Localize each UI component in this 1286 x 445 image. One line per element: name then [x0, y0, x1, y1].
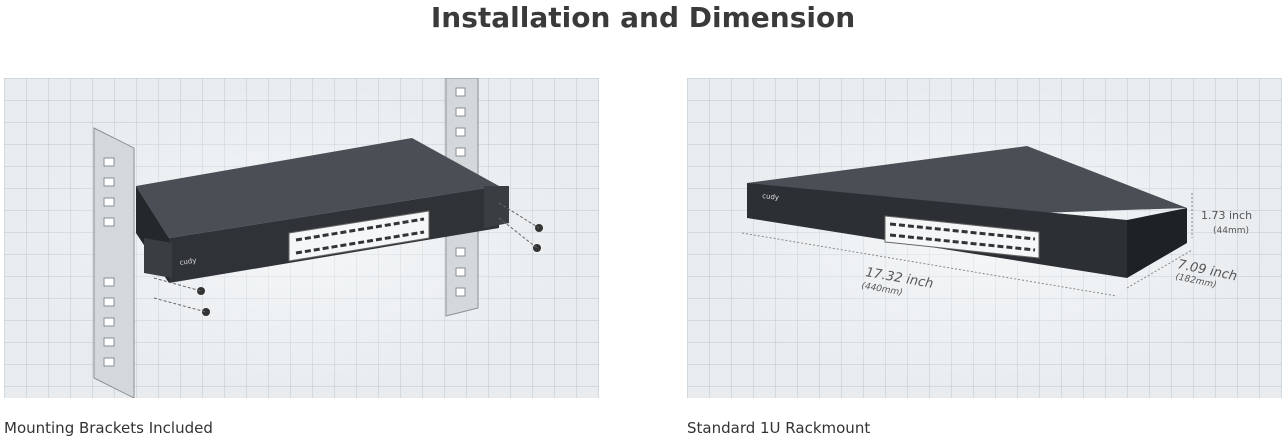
svg-text:cudy: cudy: [179, 256, 197, 267]
network-switch: cudy: [747, 146, 1187, 278]
rackmount-dimension-image: cudy 17.32 inch (440mm) 7.09 inch (182mm…: [687, 78, 1282, 398]
svg-text:cudy: cudy: [762, 192, 780, 202]
caption-mounting-brackets: Mounting Brackets Included: [4, 419, 213, 437]
rack-rail-left: [93, 127, 135, 398]
caption-standard-rackmount: Standard 1U Rackmount: [687, 419, 871, 437]
height-dimension-mm: (44mm): [1213, 226, 1249, 236]
network-switch: cudy: [136, 138, 509, 283]
section-title: Installation and Dimension: [430, 1, 856, 34]
height-dimension: 1.73 inch: [1201, 209, 1252, 222]
mounting-brackets-image: cudy: [4, 78, 599, 398]
